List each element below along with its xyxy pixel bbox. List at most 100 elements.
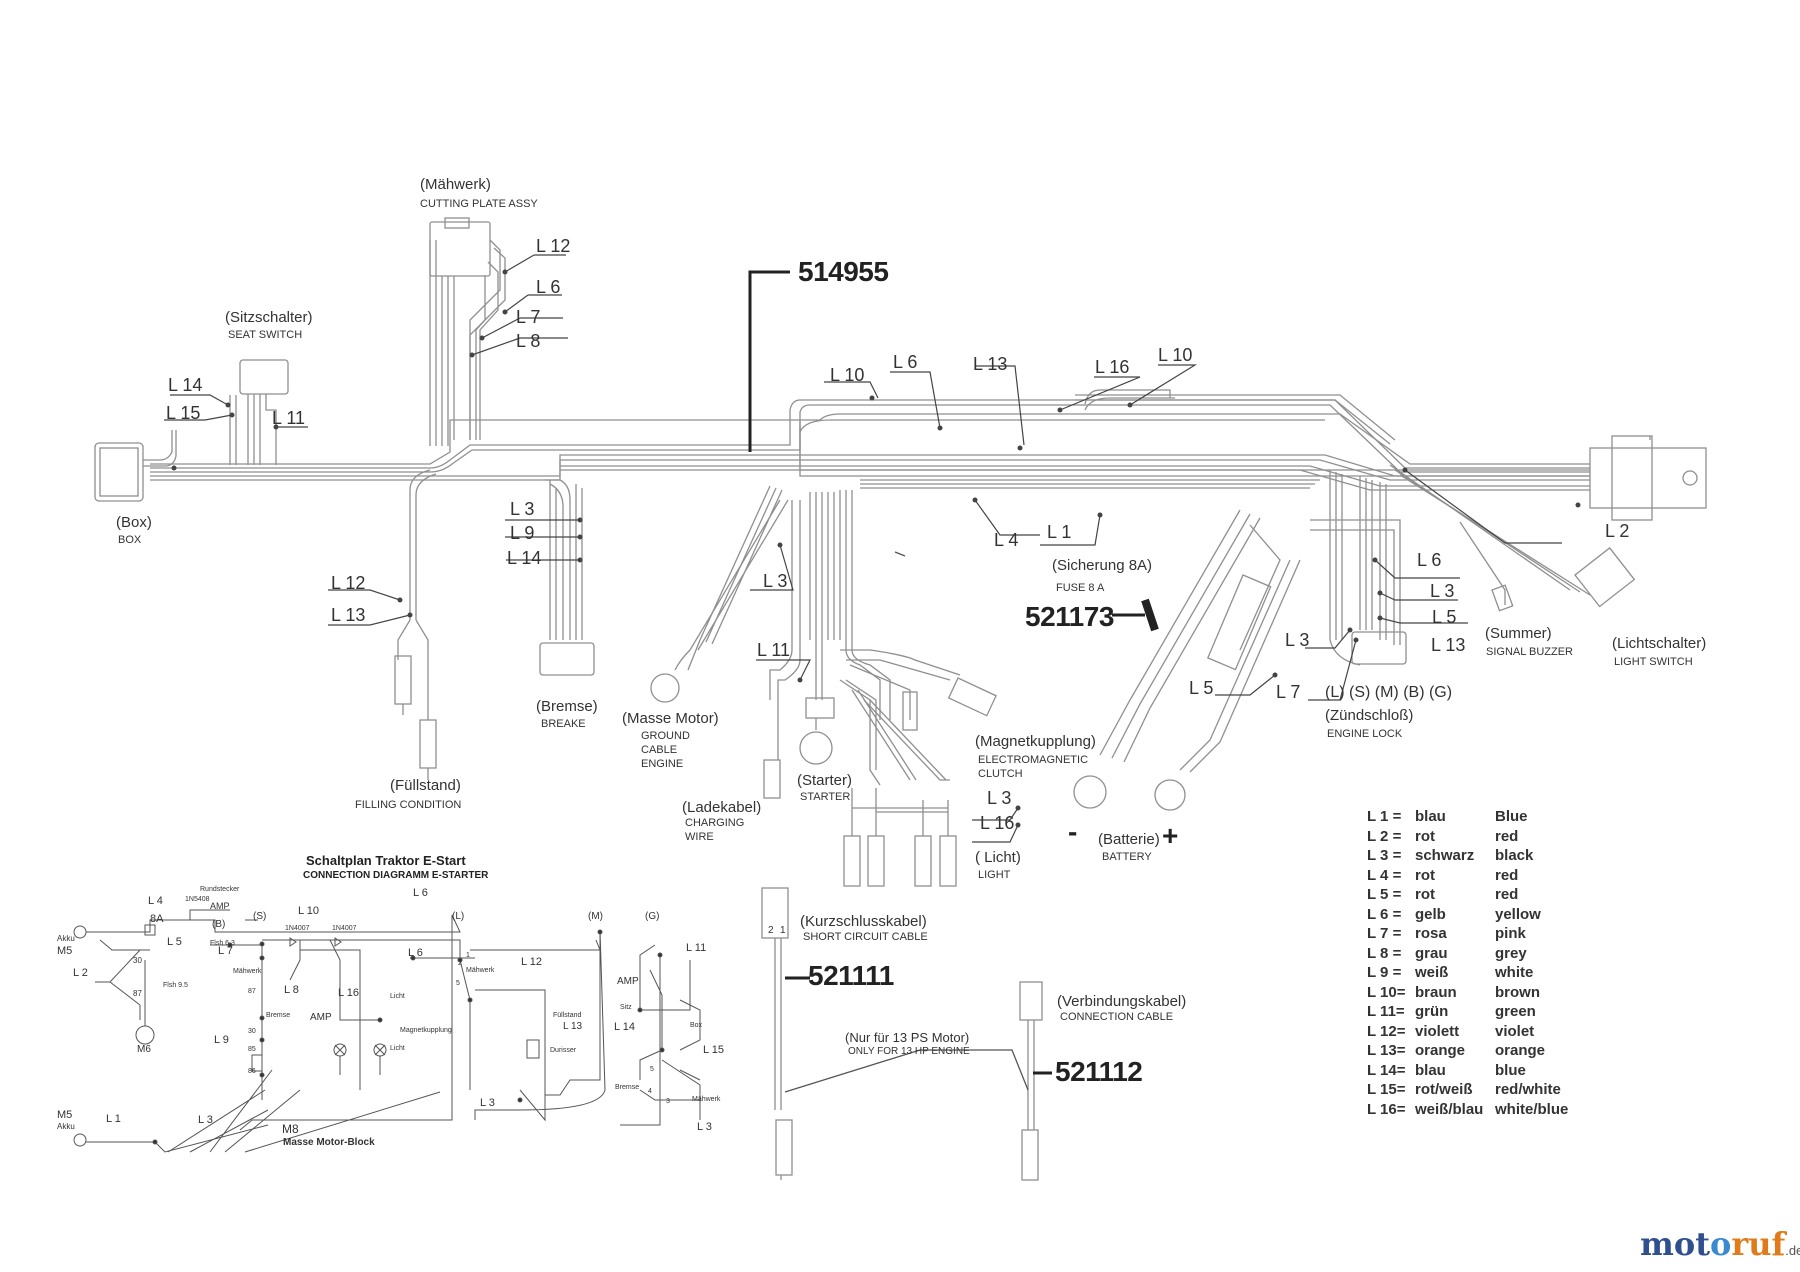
legend-de: grau: [1415, 944, 1448, 962]
wire-label: L 11: [272, 408, 306, 428]
sch-label: (L): [452, 911, 465, 922]
wire-label: L 14: [168, 375, 203, 395]
connection-label-en: CONNECTION CABLE: [1060, 1011, 1174, 1023]
sch-label: L 5: [167, 936, 182, 948]
sch-label: M5: [57, 1109, 73, 1121]
sch-label: Magnetkupplung: [400, 1027, 452, 1034]
wire-label: L 6: [893, 352, 918, 372]
sch-label: Bremse: [266, 1012, 291, 1019]
sch-label: 5: [456, 980, 460, 987]
legend-de: blau: [1415, 808, 1446, 825]
engine-lock-branch: [1310, 470, 1514, 666]
wire-label: L 3: [763, 571, 788, 591]
sch-label: M8: [282, 1122, 299, 1136]
starter-label-en: STARTER: [800, 791, 851, 803]
sch-label: Rundstecker: [200, 886, 240, 893]
legend-code: L 5 =: [1367, 886, 1402, 903]
sch-label: Mähwerk: [692, 1096, 721, 1103]
battery-minus: -: [1068, 816, 1078, 847]
short-circuit-label-en: SHORT CIRCUIT CABLE: [803, 931, 928, 943]
legend-code: L 15=: [1367, 1081, 1406, 1098]
center-drops: [650, 485, 997, 887]
sch-label: Licht: [390, 1045, 405, 1052]
wire-label: L 7: [516, 307, 541, 327]
legend-de: rot/weiß: [1415, 1081, 1473, 1098]
sch-label: 30: [248, 1028, 256, 1035]
light-label-en: LIGHT: [978, 869, 1011, 881]
cutting-plate-label-de: (Mähwerk): [420, 176, 491, 193]
only13-label-en: ONLY FOR 13 HP ENGINE: [848, 1046, 970, 1057]
battery-label-de: (Batterie): [1098, 831, 1160, 848]
wire-label: L 3: [510, 499, 535, 519]
fuse-label-de: (Sicherung 8A): [1052, 557, 1153, 574]
only13-label-de: (Nur für 13 PS Motor): [845, 1030, 970, 1045]
engine-lock-label-de: (Zündschloß): [1325, 707, 1414, 724]
legend-code: L 12=: [1367, 1022, 1406, 1040]
wire-label: L 4: [994, 530, 1019, 550]
sch-label: L 14: [614, 1021, 636, 1033]
wire-label: L 2: [1605, 521, 1630, 541]
sch-label: 30: [133, 956, 142, 965]
legend-en: blue: [1495, 1061, 1526, 1079]
sch-label: Box: [690, 1022, 703, 1029]
legend-code: L 14=: [1367, 1061, 1406, 1079]
sch-label: L 1: [106, 1113, 121, 1125]
schematic-title: Schaltplan Traktor E-Start: [306, 853, 466, 868]
sch-label: Akku: [57, 934, 75, 943]
legend-en: grey: [1495, 944, 1527, 962]
legend-code: L 13=: [1367, 1042, 1406, 1059]
legend-code: L 2 =: [1367, 827, 1402, 845]
wire-label: L 3: [1285, 630, 1310, 650]
wire-label: L 13: [1431, 635, 1466, 655]
sch-label: 3: [666, 1098, 670, 1105]
connector-pin-1: 1: [780, 925, 786, 936]
sch-label: Flsh 9.5: [163, 982, 188, 989]
legend-code: L 6 =: [1367, 905, 1402, 923]
schematic-subtitle: CONNECTION DIAGRAMM E-STARTER: [303, 870, 489, 881]
sch-label: AMP: [617, 976, 639, 987]
sch-label: 1N4007: [285, 925, 310, 932]
clutch-label-en2: CLUTCH: [978, 768, 1023, 780]
wire-label: L 16: [980, 813, 1015, 833]
sch-label: L 4: [148, 895, 163, 907]
sch-label: 85: [248, 1046, 256, 1053]
wire-label: L 9: [510, 523, 535, 543]
wire-label: L 3: [987, 788, 1012, 808]
left-box-branch: [94, 359, 289, 502]
clutch-label-de: (Magnetkupplung): [975, 733, 1096, 750]
wire-label: L 16: [1095, 357, 1130, 377]
filling-label-de: (Füllstand): [390, 777, 461, 794]
sch-label: 87: [248, 988, 256, 995]
brake-label-en: BREAKE: [541, 718, 586, 730]
legend-de: schwarz: [1415, 847, 1475, 864]
charging-label-en1: CHARGING: [685, 817, 745, 829]
sch-label: 2: [458, 960, 462, 967]
engine-lock-terminals: (L) (S) (M) (B) (G): [1325, 684, 1453, 701]
harness-leader: [748, 270, 790, 452]
legend-code: L 9 =: [1367, 964, 1402, 981]
sch-label: Flsh 6.3: [210, 940, 235, 947]
short-circuit-part-number: 521111: [808, 960, 894, 991]
wire-label: L 3: [1430, 581, 1455, 601]
sch-label: L 7: [218, 945, 233, 957]
engine-lock-label-en: ENGINE LOCK: [1327, 728, 1403, 740]
wire-label: L 13: [973, 354, 1008, 374]
connection-part-number: 521112: [1055, 1056, 1143, 1087]
sch-label: (S): [253, 911, 267, 922]
sch-label: AMP: [310, 1012, 332, 1023]
wire-label: L 7: [1276, 682, 1301, 702]
connector-pin-2: 2: [768, 925, 774, 936]
sch-label: L 10: [298, 905, 320, 917]
battery-plus: +: [1162, 820, 1179, 851]
seat-switch-label-de: (Sitzschalter): [225, 309, 313, 326]
sch-label: Mähwerk: [466, 967, 495, 974]
ground-label-en2: CABLE: [641, 744, 678, 756]
sch-label: L 3: [480, 1097, 495, 1109]
wire-label: L 6: [1417, 550, 1442, 570]
